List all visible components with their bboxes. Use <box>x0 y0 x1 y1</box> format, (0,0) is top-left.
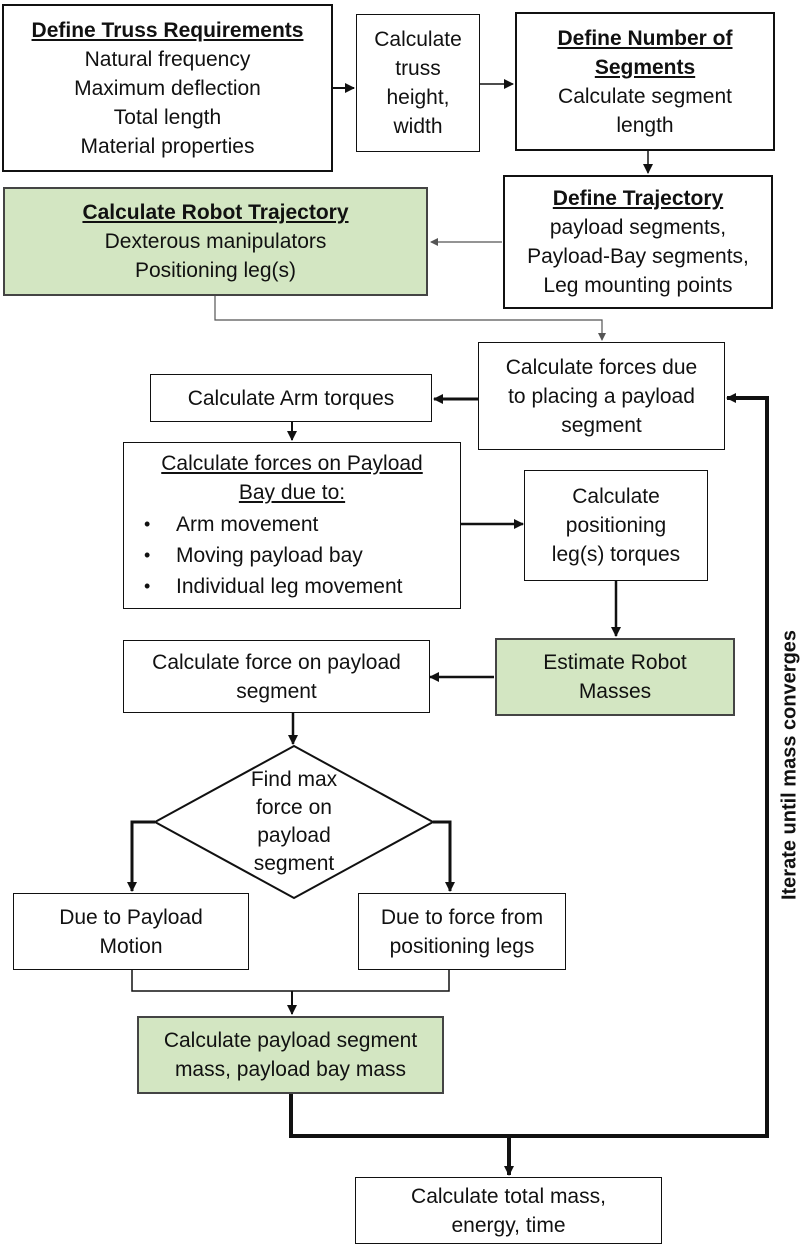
leg-torques-line-2: positioning <box>565 514 667 537</box>
edge-robot-trajectory-to-forces-placing <box>214 296 606 341</box>
force-on-segment-line-2: segment <box>236 679 317 703</box>
arm-torques-label: Calculate Arm torques <box>187 386 395 410</box>
node-forces-placing: Calculate forces due to placing a payloa… <box>478 342 725 450</box>
requirement-material-properties: Material properties <box>80 134 255 158</box>
segment-mass-line-2: mass, payload bay mass <box>174 1058 407 1081</box>
segment-mass-line-1: Calculate payload segment <box>163 1029 418 1052</box>
edge-iterate-loop <box>509 393 769 1138</box>
positioning-legs-line-1: Due to force from <box>380 905 544 929</box>
leg-torques-line-1: Calculate <box>572 485 660 508</box>
iterate-loop-label: Iterate until mass converges <box>778 629 801 901</box>
truss-height-line-4: width <box>393 115 443 138</box>
payload-motion-line-1: Due to Payload <box>59 905 203 929</box>
node-positioning-legs: Due to force from positioning legs <box>358 893 566 970</box>
number-of-segments-title-2: Segments <box>594 55 696 79</box>
node-number-of-segments: Define Number of Segments Calculate segm… <box>515 12 775 151</box>
node-forces-payload-bay: Calculate forces on Payload Bay due to: … <box>123 442 461 609</box>
positioning-legs-line-2: positioning legs <box>389 934 535 958</box>
node-leg-torques: Calculate positioning leg(s) torques <box>524 470 708 581</box>
node-truss-height: Calculate truss height, width <box>356 14 480 152</box>
robot-masses-line-2: Masses <box>578 680 652 703</box>
robot-masses-line-1: Estimate Robot <box>543 651 687 674</box>
decision-max-force: Find max force on payload segment <box>204 762 384 882</box>
leg-torques-line-3: leg(s) torques <box>551 543 681 566</box>
requirement-maximum-deflection: Maximum deflection <box>74 76 261 100</box>
total-mass-line-1: Calculate total mass, <box>411 1184 606 1208</box>
truss-height-line-1: Calculate <box>374 28 462 51</box>
bullet-individual-leg-movement: Individual leg movement <box>124 571 460 602</box>
number-of-segments-line-2: length <box>616 113 674 137</box>
node-define-trajectory: Define Trajectory payload segments, Payl… <box>503 175 773 309</box>
node-truss-requirements: Define Truss Requirements Natural freque… <box>2 4 333 172</box>
truss-requirements-title: Define Truss Requirements <box>31 18 304 42</box>
number-of-segments-line-1: Calculate segment <box>558 84 732 108</box>
truss-height-line-3: height, <box>386 86 450 109</box>
define-trajectory-line-1: payload segments, <box>549 216 727 239</box>
bullet-arm-movement: Arm movement <box>124 509 460 540</box>
requirement-natural-frequency: Natural frequency <box>84 47 251 71</box>
node-robot-trajectory: Calculate Robot Trajectory Dexterous man… <box>3 187 428 296</box>
node-total-mass: Calculate total mass, energy, time <box>355 1177 662 1244</box>
edge-segment-mass-to-total-mass <box>289 1094 514 1176</box>
node-robot-masses: Estimate Robot Masses <box>495 638 735 716</box>
node-force-on-segment: Calculate force on payload segment <box>123 640 430 713</box>
robot-trajectory-line-2: Positioning leg(s) <box>134 259 297 282</box>
node-segment-mass: Calculate payload segment mass, payload … <box>137 1016 444 1094</box>
robot-trajectory-title: Calculate Robot Trajectory <box>82 201 349 224</box>
payload-bay-title-1: Calculate forces on Payload <box>161 452 423 475</box>
forces-placing-line-3: segment <box>561 413 642 437</box>
total-mass-line-2: energy, time <box>451 1213 566 1237</box>
max-force-line-2: force on <box>256 796 332 819</box>
define-trajectory-title: Define Trajectory <box>552 187 724 210</box>
max-force-line-4: segment <box>253 852 335 875</box>
forces-placing-line-2: to placing a payload <box>508 384 695 408</box>
node-payload-motion: Due to Payload Motion <box>13 893 249 970</box>
truss-height-line-2: truss <box>395 57 441 80</box>
payload-bay-bullet-list: Arm movement Moving payload bay Individu… <box>124 509 460 602</box>
max-force-line-1: Find max <box>250 768 338 791</box>
edge-decision-to-positioning-legs <box>433 820 455 892</box>
payload-motion-line-2: Motion <box>99 934 163 958</box>
node-arm-torques: Calculate Arm torques <box>150 374 432 422</box>
edge-decision-to-payload-motion <box>127 820 155 892</box>
forces-placing-line-1: Calculate forces due <box>505 355 698 379</box>
robot-trajectory-line-1: Dexterous manipulators <box>104 230 327 253</box>
decision-diamond <box>152 744 436 900</box>
number-of-segments-title-1: Define Number of <box>557 26 733 50</box>
requirement-total-length: Total length <box>113 105 222 129</box>
define-trajectory-line-2: Payload-Bay segments, <box>527 245 749 268</box>
payload-bay-title-2: Bay due to: <box>238 481 346 504</box>
edge-payload-motion-to-join <box>131 970 450 992</box>
max-force-line-3: payload <box>257 824 331 847</box>
define-trajectory-line-3: Leg mounting points <box>543 274 733 297</box>
force-on-segment-line-1: Calculate force on payload <box>152 650 401 674</box>
bullet-moving-payload-bay: Moving payload bay <box>124 540 460 571</box>
